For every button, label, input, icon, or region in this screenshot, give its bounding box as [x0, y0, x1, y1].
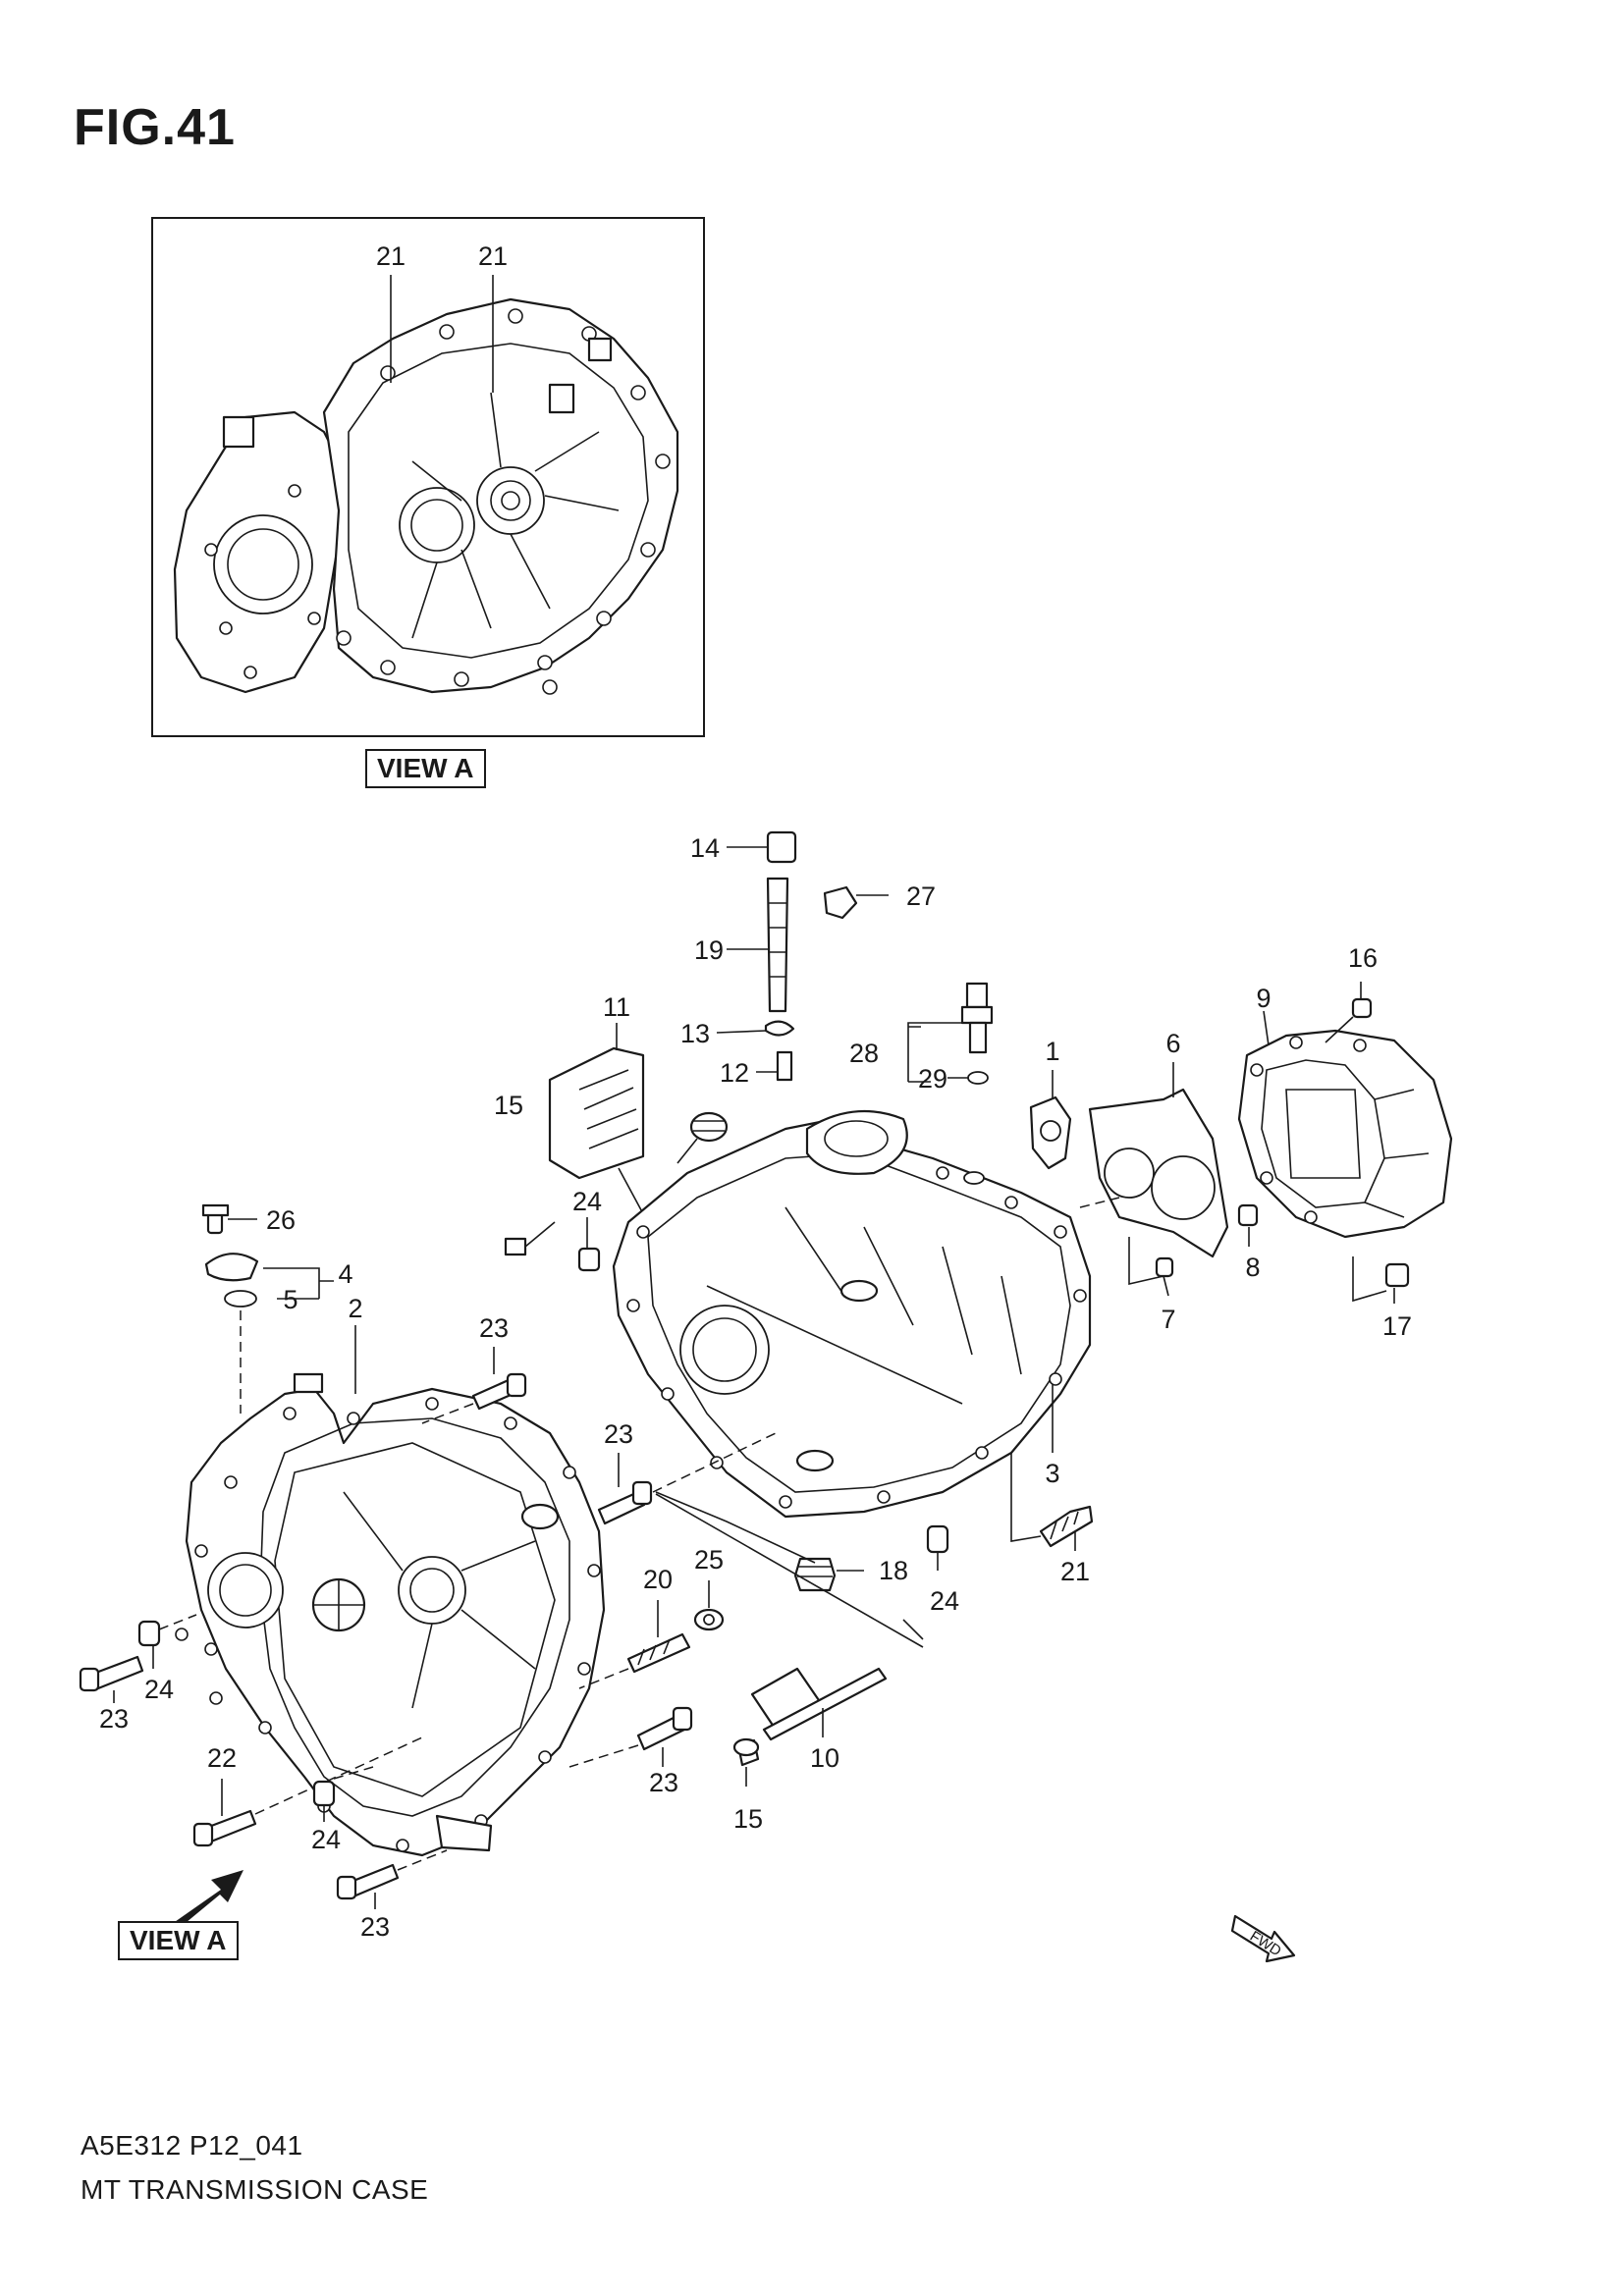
bolt-23-bottom	[336, 1849, 448, 1909]
callout-22: 22	[207, 1743, 237, 1773]
callout-17: 17	[1382, 1311, 1412, 1341]
callout-23-bottom: 23	[360, 1912, 390, 1942]
callout-5: 5	[283, 1285, 298, 1314]
bolt-8	[1237, 1203, 1259, 1247]
plug-18-upper	[676, 1111, 729, 1164]
bolt-7	[1128, 1237, 1174, 1297]
callout-23-middle: 23	[604, 1419, 633, 1449]
callout-24-middle: 24	[930, 1586, 959, 1616]
callout-15-lower: 15	[733, 1804, 763, 1834]
drawing-code: A5E312 P12_041	[81, 2130, 303, 2161]
callout-23-upper: 23	[479, 1313, 509, 1343]
callout-13: 13	[680, 1019, 710, 1048]
transmission-case	[612, 1109, 1092, 1519]
callout-8: 8	[1245, 1253, 1260, 1282]
pin-24-upper	[577, 1217, 601, 1272]
callout-11: 11	[603, 992, 630, 1022]
callout-19: 19	[694, 935, 724, 965]
view-a-label-inset: VIEW A	[365, 749, 486, 788]
callout-1: 1	[1045, 1037, 1059, 1066]
vent-assembly	[716, 830, 889, 1082]
callout-24-lower: 24	[311, 1825, 341, 1854]
plate-6	[1079, 1062, 1229, 1258]
callout-20: 20	[643, 1565, 673, 1594]
callout-7: 7	[1161, 1305, 1175, 1334]
callout-26: 26	[266, 1205, 296, 1235]
pin-24-middle	[926, 1524, 949, 1571]
stud-20	[578, 1600, 691, 1689]
callout-10: 10	[810, 1743, 839, 1773]
inset-clutch-housing-illustration	[173, 275, 679, 695]
view-direction-arrow-icon	[172, 1870, 243, 1932]
fwd-arrow-icon: FWD	[1230, 1914, 1296, 1963]
bolt-23-lower-right	[568, 1706, 693, 1768]
callout-21-inset-left: 21	[376, 241, 406, 271]
bolt-23-upper	[421, 1347, 527, 1424]
bolt-23-left	[79, 1614, 197, 1703]
callout-23-lower-right: 23	[649, 1768, 678, 1797]
plug-18-lower	[793, 1557, 864, 1592]
callout-15-upper: 15	[494, 1091, 523, 1120]
callout-21-inset-right: 21	[478, 241, 508, 271]
callout-3: 3	[1045, 1459, 1059, 1488]
washer-25	[693, 1580, 725, 1631]
oil-guide-assembly	[655, 1493, 924, 1787]
drawing-caption: MT TRANSMISSION CASE	[81, 2174, 429, 2205]
callout-25: 25	[694, 1545, 724, 1575]
callout-29: 29	[918, 1064, 947, 1094]
bolt-21	[1010, 1453, 1094, 1551]
callout-24-left: 24	[144, 1675, 174, 1704]
cover-plate-assembly	[201, 1203, 334, 1414]
callout-24-upper: 24	[572, 1187, 602, 1216]
callout-12: 12	[720, 1058, 749, 1088]
switch-assembly	[907, 982, 994, 1085]
callout-14: 14	[690, 833, 720, 863]
callout-16: 16	[1348, 943, 1378, 973]
callout-21: 21	[1060, 1557, 1090, 1586]
clutch-housing	[175, 1325, 606, 1857]
pin-24-lower	[312, 1766, 374, 1822]
bolt-22	[192, 1736, 423, 1847]
callout-6: 6	[1165, 1029, 1180, 1058]
figure-title: FIG.41	[74, 99, 236, 156]
callout-18-lower: 18	[879, 1556, 908, 1585]
bolt-23-middle	[597, 1432, 924, 1640]
extension-case	[1237, 982, 1453, 1304]
gasket-1	[1029, 1070, 1072, 1170]
inset-frame	[151, 217, 705, 737]
callout-9: 9	[1256, 984, 1271, 1013]
callout-23-left: 23	[99, 1704, 129, 1734]
callout-2: 2	[348, 1294, 362, 1323]
callout-4: 4	[338, 1259, 352, 1289]
view-a-label-arrow: VIEW A	[118, 1921, 239, 1960]
callout-28: 28	[849, 1039, 879, 1068]
callout-27: 27	[906, 881, 936, 911]
